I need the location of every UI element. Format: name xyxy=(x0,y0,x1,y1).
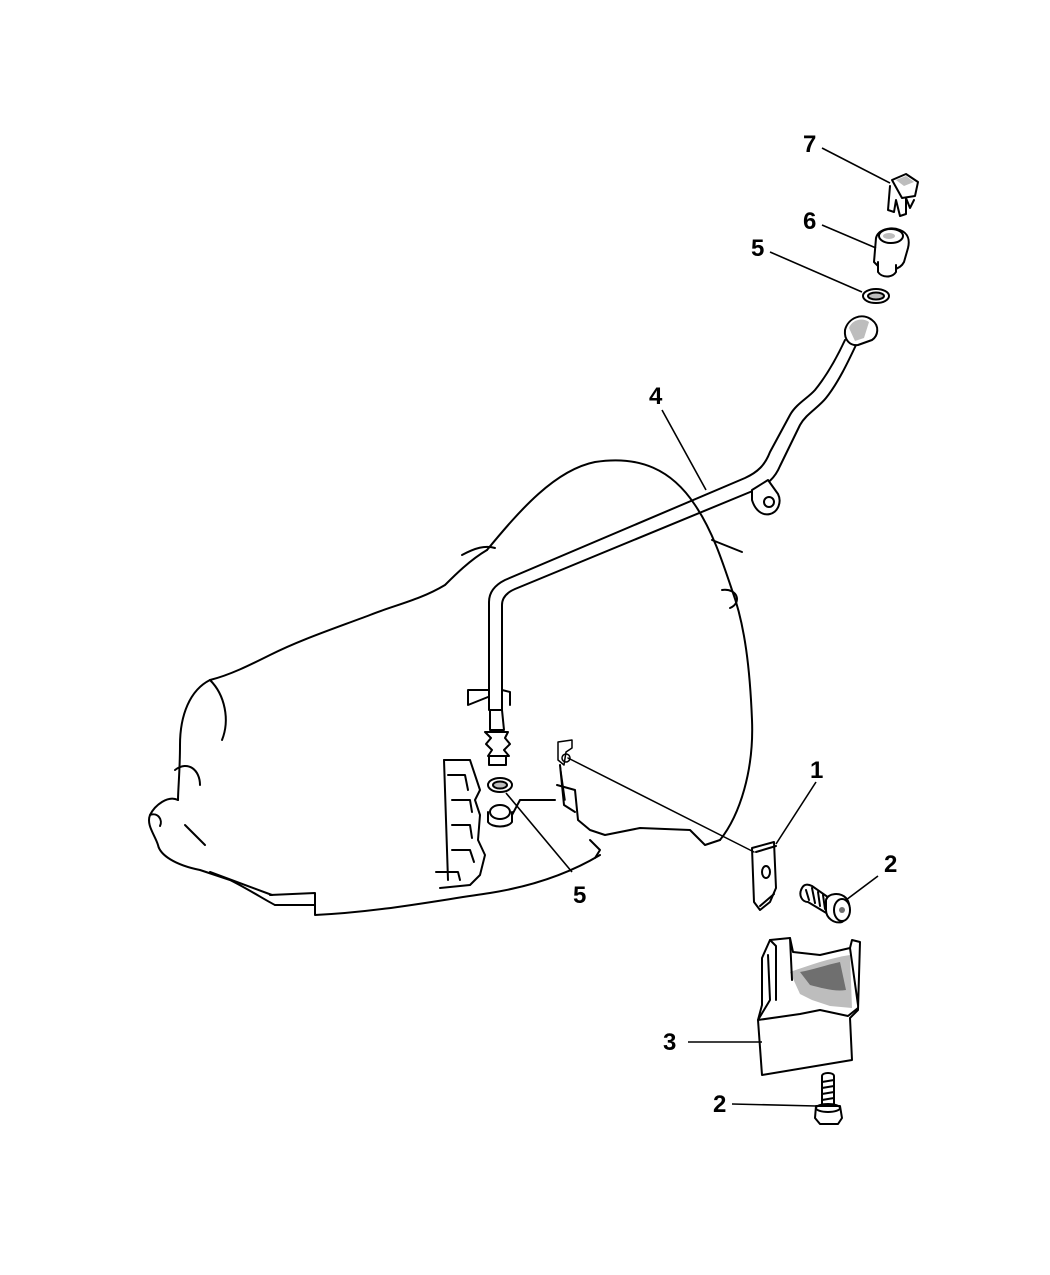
callout-5-upper: 5 xyxy=(751,235,764,262)
dipstick-cap xyxy=(873,227,910,278)
callout-2-lower: 2 xyxy=(713,1091,726,1118)
callout-6: 6 xyxy=(803,208,816,235)
seal-ring-lower xyxy=(487,777,513,793)
callout-7: 7 xyxy=(803,131,816,158)
callout-3: 3 xyxy=(663,1029,676,1056)
bracket xyxy=(751,841,777,911)
bolt-lower xyxy=(814,1072,843,1125)
leader-lines xyxy=(505,147,891,1107)
heat-shield xyxy=(757,937,861,1076)
dipstick-tube xyxy=(467,315,879,766)
callout-2-upper: 2 xyxy=(884,851,897,878)
seal-ring-upper xyxy=(862,288,890,304)
callout-numbers: 7 6 5 4 5 1 2 3 2 xyxy=(573,131,897,1118)
clip-plug xyxy=(887,173,919,217)
callout-5-lower: 5 xyxy=(573,882,586,909)
bolt-upper xyxy=(799,883,851,924)
bracket-mount-outline xyxy=(557,739,755,853)
transmission-housing xyxy=(148,459,754,916)
callout-1: 1 xyxy=(810,757,823,784)
callout-4: 4 xyxy=(649,383,663,410)
